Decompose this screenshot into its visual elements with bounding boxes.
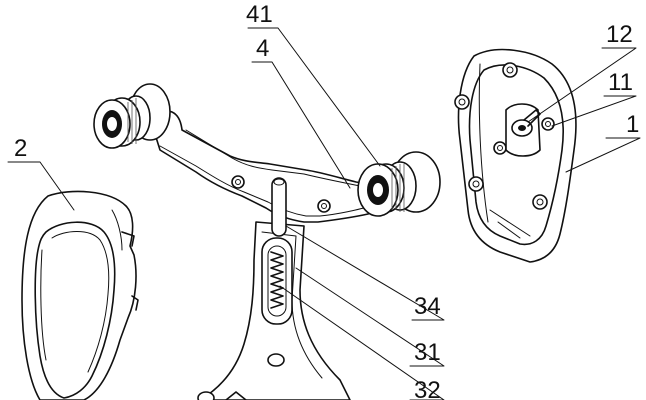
label-2: 2 xyxy=(14,135,27,162)
label-41: 41 xyxy=(246,1,273,28)
label-31: 31 xyxy=(414,339,441,366)
left-roller xyxy=(93,83,171,149)
part-3-lever xyxy=(197,177,351,400)
part-4-bracket-arm xyxy=(93,83,441,223)
leader-lines xyxy=(7,27,641,400)
label-32: 32 xyxy=(414,377,441,400)
label-1: 1 xyxy=(626,111,639,138)
label-11: 11 xyxy=(608,69,633,96)
part-1-housing xyxy=(454,48,577,263)
spring-32 xyxy=(270,251,284,309)
part-2-outer-ring xyxy=(21,190,139,400)
right-roller-41 xyxy=(357,151,441,217)
label-12: 12 xyxy=(606,21,633,48)
label-4: 4 xyxy=(256,35,269,62)
label-34: 34 xyxy=(414,293,441,320)
